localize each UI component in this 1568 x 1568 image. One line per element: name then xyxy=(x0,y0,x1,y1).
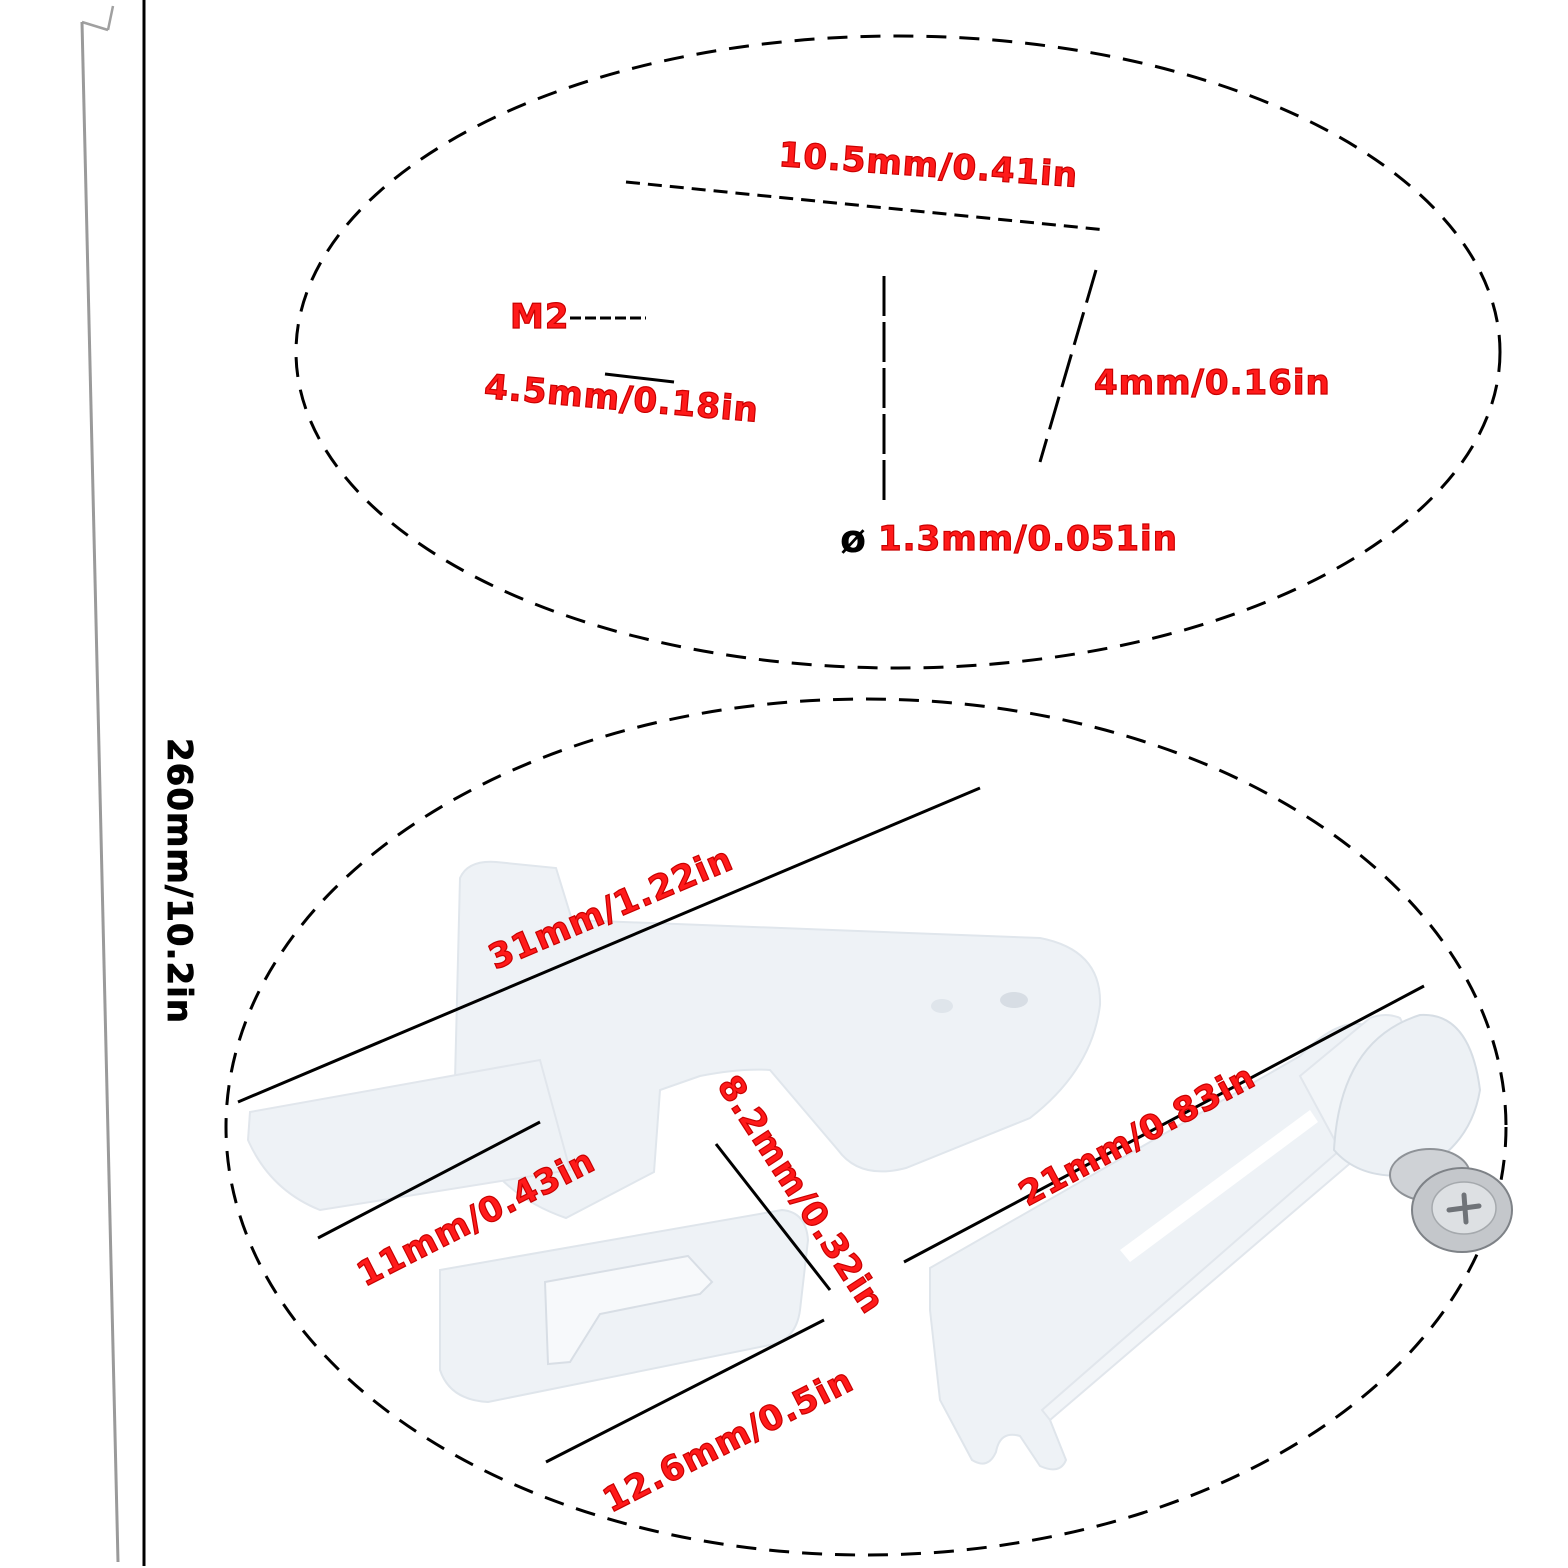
diameter-symbol-icon: ø xyxy=(840,517,868,561)
horn-base-guide xyxy=(317,1120,541,1240)
control-horn xyxy=(246,860,1102,1220)
horn-hole-icon xyxy=(1000,992,1028,1008)
pushrod-hook xyxy=(106,5,115,31)
thread-label: M2 xyxy=(509,297,570,337)
clevis-length-guide xyxy=(903,984,1425,1264)
base-plate xyxy=(439,1208,810,1404)
clevis-slot xyxy=(1120,1110,1318,1262)
top-detail-ellipse xyxy=(294,34,1502,670)
clevis xyxy=(929,1013,1513,1471)
height-label: 4mm/0.16in xyxy=(1093,363,1331,403)
screw-drive-icon xyxy=(1446,1192,1482,1225)
horn-length-guide xyxy=(237,786,981,1104)
height-guide-line xyxy=(1038,269,1098,463)
pushrod xyxy=(80,5,120,1563)
width-guide-line xyxy=(604,372,675,384)
horn-height-guide xyxy=(714,1143,832,1291)
length-guide-line xyxy=(625,180,1107,232)
control-horn-body xyxy=(453,860,1102,1220)
plate-guide xyxy=(545,1318,825,1464)
rod-length-label: 260mm/10.2in xyxy=(159,738,200,1025)
horn-hole-icon xyxy=(931,999,953,1013)
pushrod-shaft xyxy=(80,21,120,1563)
base-plate-slot xyxy=(543,1254,714,1366)
horn-base-flange xyxy=(246,1058,572,1212)
bottom-detail-ellipse xyxy=(224,697,1508,1557)
pushrod-bend-top xyxy=(81,20,109,32)
diameter-label: 1.3mm/0.051in xyxy=(877,519,1178,559)
